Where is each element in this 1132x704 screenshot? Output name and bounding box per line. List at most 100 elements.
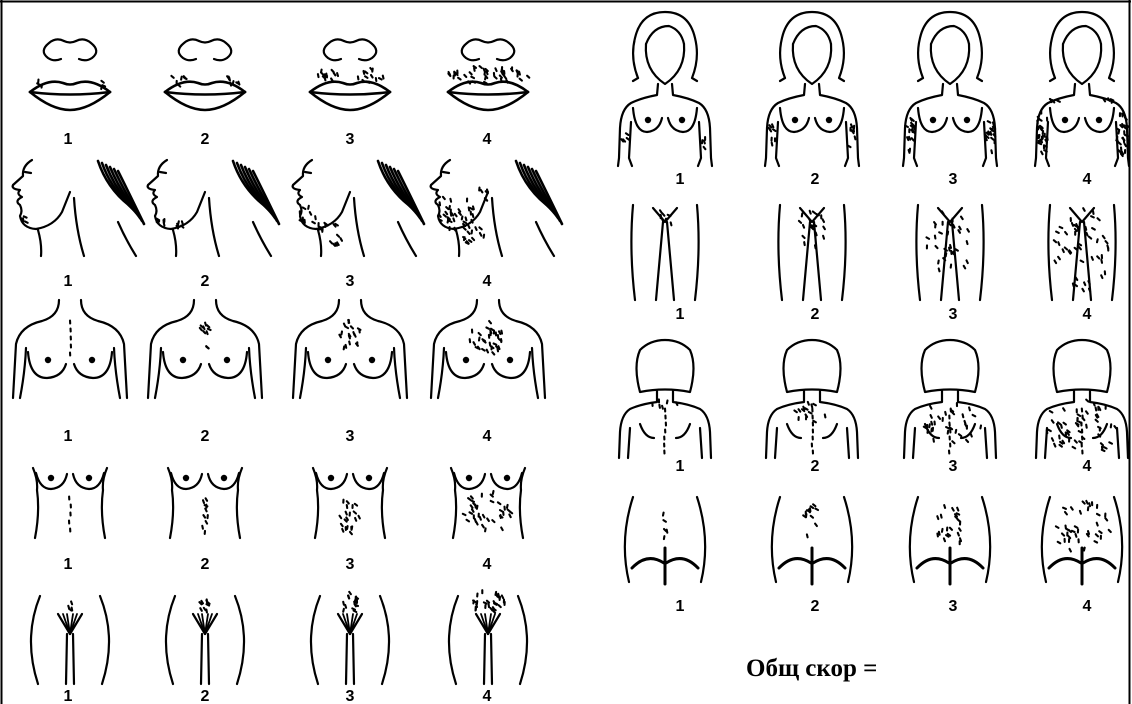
hair-mark — [966, 440, 968, 442]
hair-mark — [1117, 139, 1118, 142]
hair-mark — [855, 136, 856, 139]
hair-mark — [988, 132, 990, 135]
hair-mark — [1057, 101, 1060, 102]
hair-mark — [443, 197, 445, 199]
hair-mark — [1114, 426, 1116, 428]
hair-mark — [1089, 503, 1090, 506]
hair-mark — [490, 343, 491, 346]
hair-mark — [944, 249, 947, 251]
hair-mark — [1124, 112, 1125, 115]
hair-mark — [907, 137, 908, 140]
leg-line — [73, 634, 74, 684]
hair-mark — [986, 136, 988, 138]
hair-mark — [337, 73, 338, 76]
nipple-mark — [224, 357, 230, 363]
hair-mark — [356, 344, 358, 346]
total-score-label: Общ скор = — [746, 655, 877, 682]
score-label: 1 — [64, 273, 73, 290]
hair-mark — [1041, 152, 1042, 155]
hair-mark — [321, 70, 322, 73]
hair-mark — [1083, 208, 1085, 211]
eye-mark — [443, 172, 449, 173]
hair-mark — [1062, 534, 1064, 536]
hair-mark — [794, 411, 797, 413]
hair-mark — [330, 241, 332, 243]
hair-mark — [950, 427, 952, 429]
hair-mark — [939, 269, 940, 272]
hair-mark — [1076, 534, 1077, 537]
hair-mark — [1054, 444, 1055, 447]
hair-mark — [355, 518, 356, 521]
hair-mark — [355, 504, 357, 506]
hair-mark — [480, 66, 482, 68]
hair-mark — [487, 71, 488, 74]
hair-mark — [335, 224, 338, 226]
nipple-mark — [466, 475, 472, 481]
hair-mark — [1076, 278, 1078, 281]
hair-mark — [470, 72, 472, 74]
hair-mark — [1081, 261, 1084, 262]
hair-mark — [203, 500, 204, 503]
hair-mark — [1086, 227, 1087, 230]
nipple-mark — [826, 117, 832, 123]
hair-mark — [1079, 431, 1082, 432]
hair-mark — [482, 349, 485, 351]
hair-mark — [1060, 227, 1063, 228]
hair-mark — [664, 536, 665, 539]
hair-mark — [498, 348, 499, 351]
hair-mark — [207, 331, 208, 334]
hair-mark — [485, 528, 486, 531]
score-label: 1 — [676, 458, 685, 475]
hair-mark — [938, 417, 940, 419]
leg-line — [353, 634, 354, 684]
hair-mark — [668, 215, 671, 216]
hair-mark — [814, 224, 817, 226]
hair-mark — [1050, 411, 1053, 413]
hair-mark — [944, 505, 945, 508]
hair-mark — [464, 222, 467, 224]
hair-mark — [942, 529, 943, 532]
hair-mark — [905, 126, 908, 127]
hair-mark — [957, 513, 960, 514]
hair-mark — [177, 226, 179, 229]
hair-mark — [1063, 508, 1066, 509]
hair-mark — [204, 608, 206, 610]
hair-mark — [1072, 223, 1073, 226]
hair-mark — [337, 235, 339, 237]
hair-mark — [992, 129, 994, 132]
hair-mark — [662, 218, 663, 221]
hair-mark — [178, 221, 179, 224]
hair-mark — [472, 238, 474, 240]
hair-mark — [823, 227, 825, 230]
hair-mark — [1122, 152, 1123, 155]
hair-mark — [527, 76, 529, 78]
hair-mark — [485, 72, 486, 75]
hair-mark — [1101, 443, 1103, 445]
hair-mark — [954, 252, 955, 255]
hair-mark — [808, 402, 809, 405]
hair-mark — [1047, 430, 1048, 433]
hair-mark — [471, 77, 474, 78]
nipple-mark — [463, 357, 469, 363]
hair-mark — [1125, 144, 1127, 147]
hair-mark — [490, 608, 492, 610]
hair-mark — [101, 86, 102, 89]
hair-mark — [676, 402, 677, 405]
hair-mark — [230, 83, 231, 86]
hair-mark — [663, 214, 665, 216]
hair-mark — [969, 407, 970, 410]
hair-mark — [930, 406, 931, 409]
hair-mark — [813, 421, 816, 423]
eye-mark — [160, 172, 166, 173]
hair-mark — [487, 350, 488, 353]
hair-mark — [487, 519, 489, 522]
hair-mark — [501, 331, 502, 334]
hair-mark — [659, 405, 660, 408]
leg-line — [201, 634, 202, 684]
hair-mark — [1106, 241, 1108, 243]
hair-mark — [449, 206, 450, 209]
hair-mark — [365, 72, 367, 74]
hair-mark — [1099, 531, 1101, 533]
hair-mark — [371, 75, 373, 78]
